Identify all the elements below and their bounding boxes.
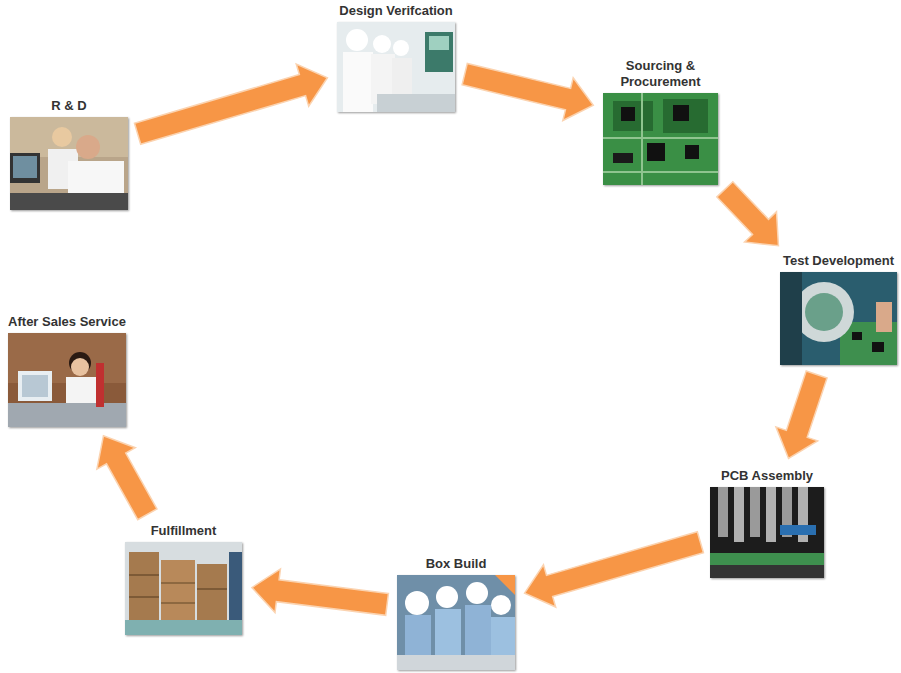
photo-shape	[10, 193, 128, 210]
photo-shape	[766, 487, 776, 542]
photo-shape	[613, 153, 633, 163]
photo-shape	[613, 101, 653, 131]
photo-ground	[10, 117, 128, 210]
photo-shape	[780, 272, 802, 365]
step-heading: After Sales Service	[8, 314, 126, 330]
photo-shape	[603, 137, 718, 139]
block-arrow	[462, 63, 593, 120]
photo-shape	[129, 574, 159, 576]
photo-shape	[129, 596, 159, 598]
step-photo	[8, 333, 126, 427]
photo-shape	[495, 575, 515, 595]
step-photo	[337, 22, 455, 112]
photo-shape	[491, 595, 511, 615]
block-arrow	[717, 182, 779, 246]
step-photo	[710, 487, 824, 578]
photo-shape	[13, 156, 37, 178]
step-photo	[397, 575, 515, 670]
process-step: Box Build	[397, 556, 515, 670]
block-arrow	[776, 371, 827, 459]
photo-shape	[161, 560, 195, 620]
step-heading: Design Verifcation	[337, 3, 455, 19]
photo-shape	[805, 293, 843, 331]
photo-shape	[621, 107, 635, 121]
photo-ground	[8, 333, 126, 427]
photo-shape	[710, 565, 824, 578]
photo-ground	[397, 575, 515, 670]
photo-shape	[436, 586, 458, 608]
step-heading: PCB Assembly	[710, 468, 824, 484]
photo-ground	[603, 93, 718, 185]
process-step: After Sales Service	[8, 314, 126, 427]
photo-shape	[397, 655, 515, 670]
process-step: R & D	[10, 98, 128, 210]
photo-shape	[229, 552, 242, 620]
photo-ground	[710, 487, 824, 578]
block-arrow	[252, 569, 389, 615]
photo-shape	[10, 153, 40, 183]
photo-shape	[125, 620, 242, 635]
process-step: Design Verifcation	[337, 3, 455, 112]
photo-shape	[405, 591, 429, 615]
photo-shape	[18, 371, 52, 401]
photo-shape	[710, 553, 824, 565]
photo-shape	[852, 332, 862, 340]
photo-ground	[780, 272, 897, 365]
photo-shape	[647, 143, 665, 161]
photo-shape	[129, 552, 159, 620]
photo-shape	[750, 487, 760, 537]
photo-shape	[373, 35, 391, 53]
photo-shape	[8, 403, 126, 427]
process-step: Sourcing & Procurement	[603, 58, 718, 185]
photo-shape	[734, 487, 744, 542]
photo-ground	[337, 22, 455, 112]
photo-ground	[125, 542, 242, 635]
step-heading: Sourcing & Procurement	[611, 58, 711, 90]
photo-shape	[343, 52, 373, 112]
photo-shape	[96, 363, 104, 407]
step-heading: Test Development	[780, 253, 897, 269]
photo-shape	[76, 135, 100, 159]
photo-shape	[872, 342, 884, 352]
photo-shape	[663, 99, 708, 133]
step-heading: Fulfillment	[125, 523, 242, 539]
photo-shape	[685, 145, 699, 159]
photo-shape	[71, 358, 89, 376]
photo-shape	[161, 582, 195, 584]
process-step: Test Development	[780, 253, 897, 365]
photo-shape	[641, 93, 643, 185]
process-step: PCB Assembly	[710, 468, 824, 578]
step-photo	[780, 272, 897, 365]
step-photo	[10, 117, 128, 210]
photo-shape	[429, 36, 449, 50]
block-arrow	[525, 532, 704, 607]
photo-shape	[603, 93, 718, 185]
photo-shape	[197, 588, 227, 590]
block-arrow	[134, 64, 327, 144]
photo-shape	[780, 525, 816, 535]
photo-shape	[466, 582, 488, 604]
step-heading: Box Build	[397, 556, 515, 572]
photo-shape	[393, 40, 409, 56]
photo-shape	[876, 302, 892, 332]
photo-shape	[346, 29, 368, 51]
step-heading: R & D	[10, 98, 128, 114]
photo-shape	[603, 171, 718, 173]
photo-shape	[425, 32, 453, 72]
photo-shape	[52, 127, 72, 147]
photo-shape	[718, 487, 728, 537]
block-arrow	[97, 436, 157, 520]
photo-shape	[794, 282, 854, 342]
step-photo	[125, 542, 242, 635]
process-step: Fulfillment	[125, 523, 242, 635]
step-photo	[603, 93, 718, 185]
photo-shape	[197, 564, 227, 620]
photo-shape	[22, 375, 48, 397]
photo-shape	[377, 94, 455, 112]
photo-shape	[161, 602, 195, 604]
photo-shape	[673, 105, 689, 121]
